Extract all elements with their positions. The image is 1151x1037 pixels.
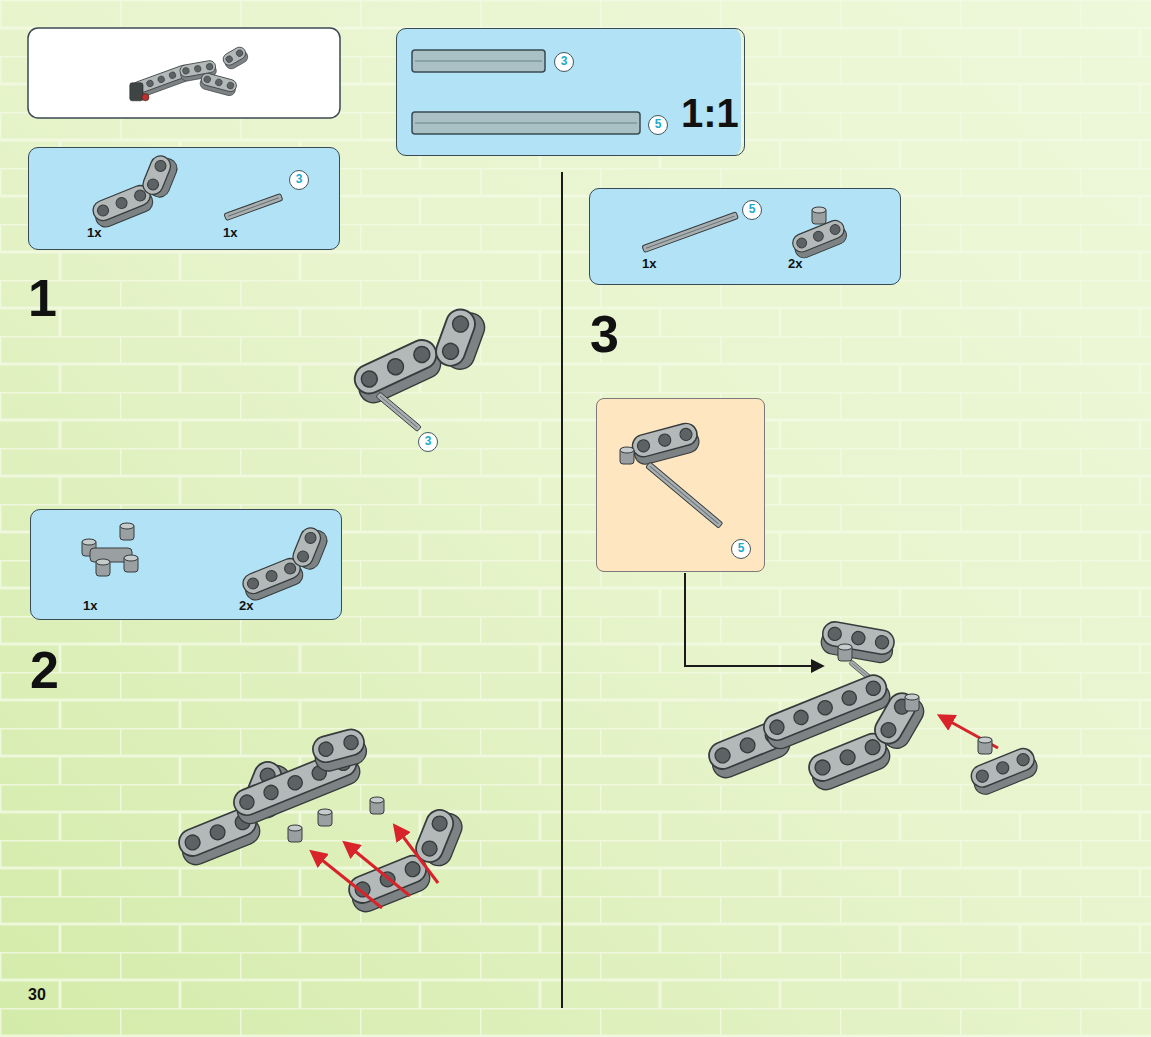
parts-box: 3 5 1:1 (396, 28, 745, 156)
callout-arrow (685, 573, 822, 666)
quantity-label: 2x (239, 598, 253, 613)
connector-part (790, 207, 849, 261)
callout-number: 3 (289, 170, 309, 190)
step-number: 1 (28, 268, 57, 328)
parts-box-fill (589, 188, 901, 285)
parts-box: 3 1x 1x (28, 147, 340, 250)
quantity-label: 1x (223, 225, 237, 240)
parts-box: 5 1x 2x (589, 188, 901, 285)
scale-label: 1:1 (681, 91, 739, 136)
divider-line (561, 172, 563, 1008)
liftarm-part (240, 525, 330, 603)
axle-part (642, 212, 738, 253)
quantity-label: 2x (788, 256, 802, 271)
parts-box-fill (30, 509, 342, 620)
step-number: 3 (590, 304, 619, 364)
frame-assembly (175, 727, 466, 916)
callout-box-fill (596, 398, 765, 572)
frame-assembly (705, 620, 1040, 798)
callout-box: 5 (596, 398, 765, 572)
preview-box (28, 28, 340, 118)
callout-number: 5 (742, 200, 762, 220)
callout-number: 5 (648, 115, 668, 135)
callout-number: 5 (731, 539, 751, 559)
axle-scale (412, 50, 640, 134)
liftarm-assembly (350, 305, 489, 431)
parts-box-fill (28, 147, 340, 250)
page-number: 30 (28, 986, 46, 1004)
parts-box-fill (396, 28, 741, 156)
step-number: 2 (30, 640, 59, 700)
axle-part (224, 193, 283, 220)
callout-number: 3 (418, 432, 438, 452)
liftarm-part (90, 153, 180, 230)
connector-part (82, 523, 138, 576)
quantity-label: 1x (642, 256, 656, 271)
quantity-label: 1x (87, 225, 101, 240)
quantity-label: 1x (83, 598, 97, 613)
parts-box: 1x 2x (30, 509, 342, 620)
callout-number: 3 (554, 52, 574, 72)
subassembly (620, 421, 723, 528)
model-preview (130, 45, 250, 101)
